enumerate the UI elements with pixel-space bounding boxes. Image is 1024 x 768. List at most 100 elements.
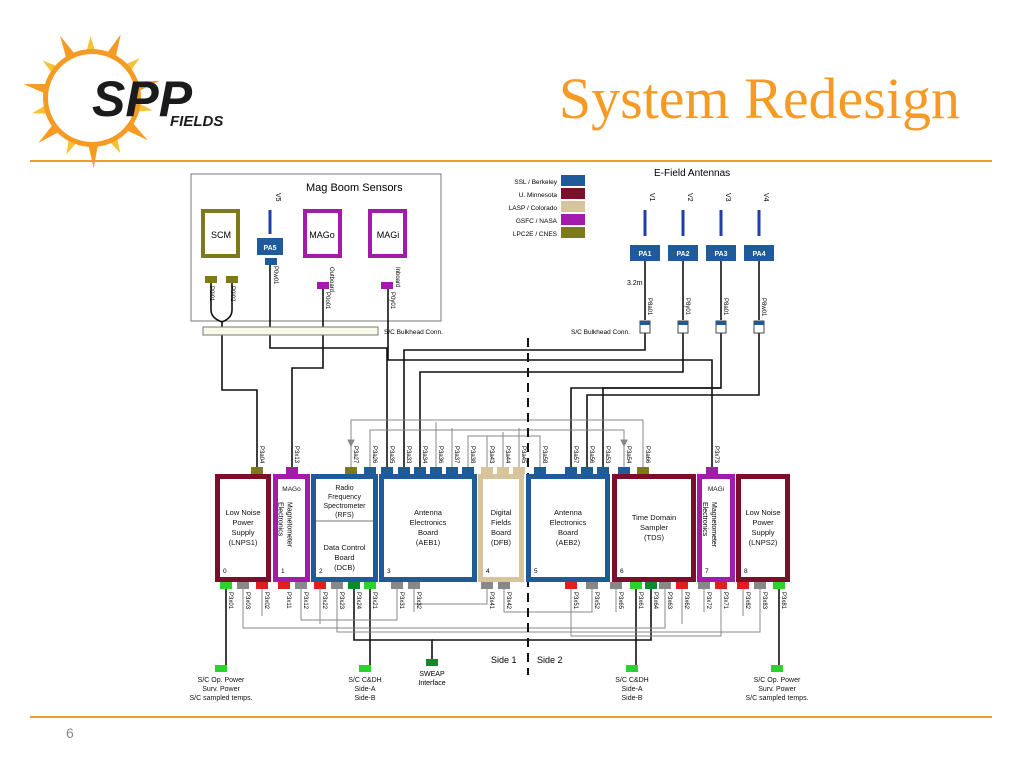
efield-title: E-Field Antennas — [654, 168, 730, 179]
top-connector-label: P3a53 — [604, 446, 610, 464]
p0o01-connector — [317, 282, 329, 289]
feedthrough-wiring — [242, 419, 761, 637]
board-number: 6 — [620, 568, 624, 575]
pa5-label: PA5 — [263, 245, 276, 252]
output-connector — [771, 665, 783, 672]
bottom-connector-label: P3x03 — [244, 592, 250, 610]
bottom-connector-label: P3x71 — [722, 592, 728, 610]
bottom-connector-label: P3x62 — [683, 592, 689, 610]
top-connector — [481, 467, 493, 474]
board-body — [531, 479, 605, 577]
top-connector — [381, 467, 393, 474]
board-number: 2 — [319, 568, 323, 575]
output-connector — [626, 665, 638, 672]
bottom-connector — [773, 582, 785, 589]
bottom-connector-label: P3x64 — [652, 592, 658, 610]
board-label: MagnetometerElectronics — [277, 502, 293, 548]
top-connector-label: P3a58 — [541, 446, 547, 464]
top-connector — [251, 467, 263, 474]
bottom-connector — [715, 582, 727, 589]
wiring — [210, 265, 780, 665]
top-connector — [581, 467, 593, 474]
legend-swatch — [561, 175, 585, 186]
bottom-connector — [348, 582, 360, 589]
board-body — [278, 479, 305, 577]
bulkhead-connector-top — [716, 321, 726, 325]
bottom-connector-label: P3x42 — [505, 592, 511, 610]
bottom-connector-label: P3x51 — [572, 592, 578, 610]
mago-sensor: MAGo — [303, 209, 342, 258]
bulkhead-connector-left — [202, 326, 379, 336]
internal-wire — [300, 589, 398, 621]
top-connector — [513, 467, 525, 474]
wire — [403, 333, 646, 467]
internal-wire — [413, 589, 593, 613]
internal-wire — [261, 589, 744, 624]
board-body — [384, 479, 472, 577]
output-connector — [215, 665, 227, 672]
antenna-v-label: V3 — [724, 193, 731, 202]
pa-label: PA2 — [676, 251, 689, 258]
wire — [269, 265, 388, 467]
p0i01-label: P0i01 — [208, 286, 214, 302]
bottom-connector — [256, 582, 268, 589]
top-connector-label: P3a44 — [504, 446, 510, 464]
magi-sensor: MAGi — [368, 209, 407, 258]
top-connector-label: P3x13 — [293, 446, 299, 464]
antenna-v-label: V2 — [686, 193, 693, 202]
bottom-connector — [295, 582, 307, 589]
wire — [586, 333, 760, 467]
side2-label: Side 2 — [537, 655, 563, 665]
sweap-connector — [426, 659, 438, 666]
bottom-connector-label: P3x23 — [338, 592, 344, 610]
outboard-label: Outboard — [328, 267, 334, 292]
board-body — [741, 479, 785, 577]
wire — [291, 289, 324, 467]
top-connector — [430, 467, 442, 474]
top-connector-label: P3a26 — [371, 446, 377, 464]
board-body — [220, 479, 266, 577]
top-connector-label: P3a27 — [352, 446, 358, 464]
antenna-conn-label: P8y01 — [684, 298, 690, 316]
top-connector — [364, 467, 376, 474]
arrow-icon — [347, 439, 355, 448]
bottom-connector-label: P3x31 — [398, 592, 404, 610]
bottom-connector — [659, 582, 671, 589]
bottom-connector — [278, 582, 290, 589]
top-connector-label: P3x73 — [713, 446, 719, 464]
wire — [221, 283, 233, 323]
p0y01-connector — [381, 282, 393, 289]
wire — [387, 289, 713, 467]
output-connector — [359, 665, 371, 672]
top-connector — [414, 467, 426, 474]
bottom-connector-label: P3x22 — [321, 592, 327, 610]
bottom-connector — [237, 582, 249, 589]
bottom-connector-label: P3x81 — [780, 592, 786, 610]
wire — [210, 283, 258, 467]
mago-label: MAGo — [309, 230, 335, 240]
top-connector-label: P3a36 — [437, 446, 443, 464]
wire — [602, 387, 721, 467]
top-connector — [497, 467, 509, 474]
p0w01-connector — [265, 258, 277, 265]
top-connector-label: P3a43 — [488, 446, 494, 464]
magi-label: MAGi — [377, 230, 400, 240]
pa-box — [744, 245, 774, 261]
pa5-box — [257, 238, 283, 255]
top-connector — [345, 467, 357, 474]
bottom-connector — [481, 582, 493, 589]
legend-label: SSL / Berkeley — [514, 179, 558, 186]
bulkhead-connector-top — [678, 321, 688, 325]
p0i02-label: P0i02 — [229, 286, 235, 302]
bottom-connector-label: P3x11 — [285, 592, 291, 609]
antenna-v-label: V1 — [648, 193, 655, 202]
logo-subtext: FIELDS — [170, 113, 223, 130]
